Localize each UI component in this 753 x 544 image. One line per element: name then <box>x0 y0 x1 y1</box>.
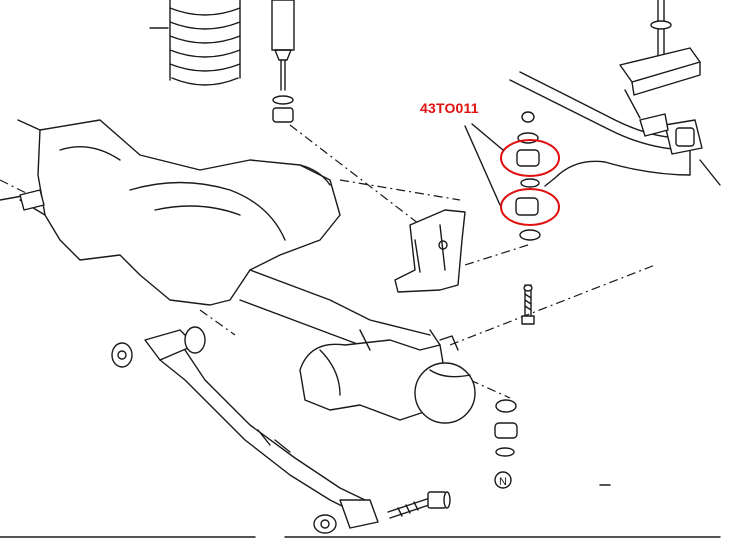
stabilizer-link-bracket <box>619 0 701 119</box>
part-number-label: 43TO011 <box>420 100 479 116</box>
highlight-lower-bushing <box>500 188 560 226</box>
leader-line-lower <box>464 125 501 206</box>
highlight-upper-bushing <box>500 139 560 177</box>
leader-line-upper <box>471 123 504 151</box>
nut-symbol-text: N <box>499 476 507 488</box>
lower-bushing-stack: N <box>494 399 611 489</box>
nut-n-marking <box>494 471 512 489</box>
axle-tube-right <box>239 269 476 424</box>
lateral-control-arm <box>111 326 379 534</box>
stabilizer-bar <box>509 71 721 187</box>
frame-bracket <box>394 209 466 293</box>
highlight-group <box>464 123 560 226</box>
shock-absorber <box>271 0 441 241</box>
coil-spring <box>149 0 241 86</box>
horizontal-bolt <box>387 491 451 519</box>
vertical-bolt <box>521 284 535 325</box>
axle-housing <box>0 119 341 306</box>
